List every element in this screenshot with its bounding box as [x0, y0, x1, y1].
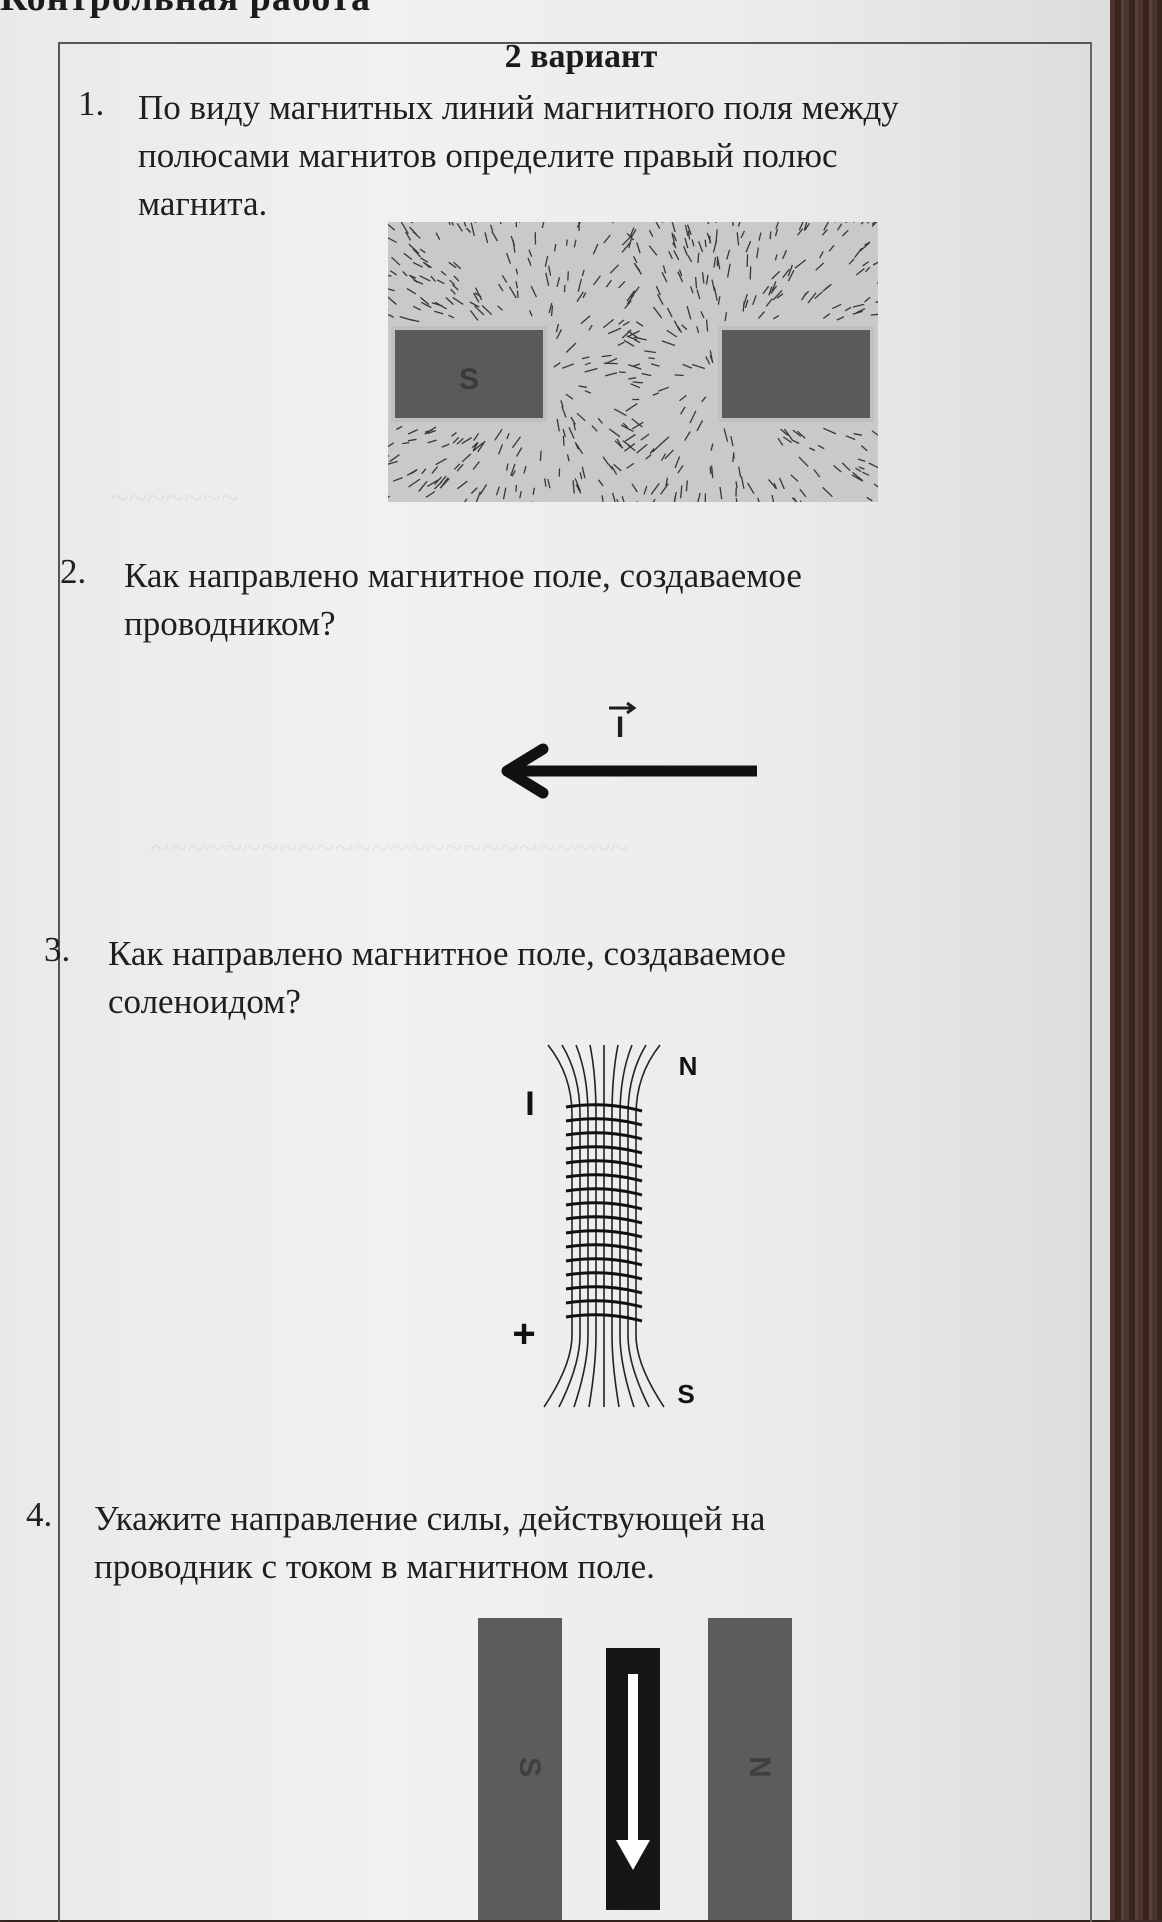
- wooden-table-edge: [1110, 0, 1162, 1920]
- question-3-text: Как направлено магнитное поле, создаваем…: [108, 930, 786, 1026]
- pencil-marks: ~~~~~~~~~~~~~~~~~~~~~~~~~~: [150, 830, 628, 868]
- magnet-south-label: S: [513, 1757, 546, 1777]
- solenoid-north-label: N: [679, 1051, 698, 1081]
- magnet-north-label: N: [743, 1756, 776, 1778]
- question-4-number: 4.: [26, 1495, 52, 1535]
- variant-heading: 2 вариант: [0, 38, 1162, 76]
- question-1-text: По виду магнитных линий магнитного поля …: [138, 84, 899, 228]
- worksheet-page: Контрольная работа 2 вариант ~~~~~~~ ~~~…: [0, 0, 1110, 1920]
- pencil-marks: ~~~~~~~: [110, 480, 239, 518]
- magnet-left-pole-label: S: [459, 363, 479, 396]
- question-3-number: 3.: [44, 930, 70, 970]
- magnets-field-lines-figure: S: [388, 222, 878, 502]
- question-2-text: Как направлено магнитное поле, создаваем…: [124, 552, 802, 648]
- magnet-right: [720, 328, 872, 420]
- solenoid-current-label: I: [525, 1085, 534, 1123]
- current-label: I: [616, 711, 624, 744]
- solenoid-plus-label: +: [512, 1312, 535, 1356]
- solenoid-figure: I + N S: [500, 1035, 720, 1415]
- solenoid-south-label: S: [677, 1379, 694, 1409]
- current-arrow-shaft: [628, 1674, 638, 1844]
- conductor-figure: I: [495, 695, 775, 805]
- question-4-text: Укажите направление силы, действующей на…: [94, 1495, 765, 1591]
- question-2-number: 2.: [60, 552, 86, 592]
- force-on-conductor-figure: S N: [470, 1612, 800, 1920]
- worksheet-title: Контрольная работа: [0, 0, 371, 20]
- question-1-number: 1.: [78, 84, 104, 124]
